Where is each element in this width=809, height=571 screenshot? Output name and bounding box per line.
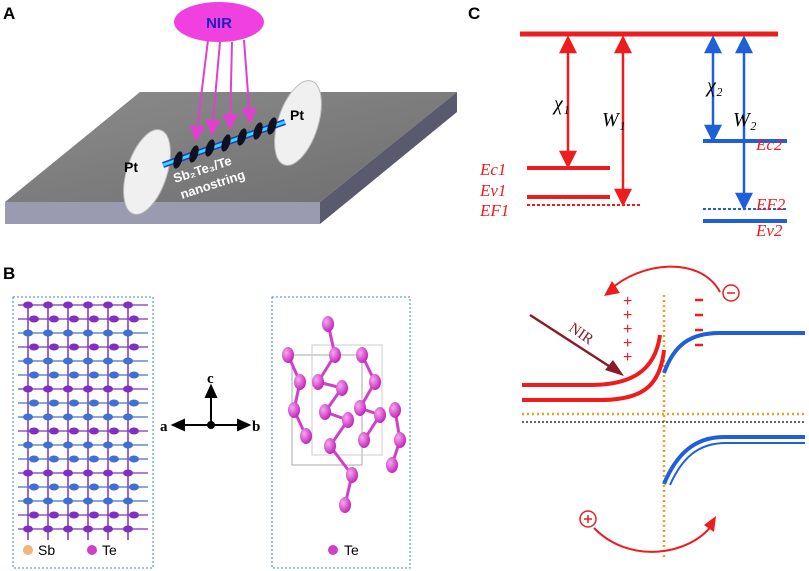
te-frame: [271, 296, 411, 569]
sb2te3-lattice: [18, 301, 148, 540]
chi2-label: χ₂: [705, 75, 723, 97]
electrode-left-label: Pt: [124, 159, 138, 175]
red-band-upper: [522, 334, 662, 387]
chi2-arrow: [703, 35, 723, 143]
electron-symbol: [722, 284, 740, 302]
substrate-front: [5, 202, 320, 224]
axis-b-label: b: [252, 419, 260, 435]
w1-label: W₁: [602, 109, 626, 131]
panel-a: A Pt Pt NIR Sb₂Te₃/Te n: [3, 2, 457, 224]
axis-c-label: c: [207, 371, 214, 387]
ef1-label: EF1: [479, 201, 509, 220]
blue-valence-upper: [662, 435, 805, 485]
panel-c-band-diagram: NIR + + + + +: [522, 265, 805, 560]
chi1-arrow: [558, 35, 578, 169]
hole-arc-head: [704, 516, 716, 532]
ev1-label: Ev1: [479, 181, 506, 200]
legend-te-label: Te: [102, 542, 117, 558]
axis-a-label: a: [160, 419, 168, 435]
blue-conduction-upper: [662, 331, 805, 374]
w2-label: W₂: [733, 109, 757, 131]
w2-arrow: [734, 35, 754, 211]
legend-sb-label: Sb: [38, 542, 55, 558]
blue-valence-lower: [669, 442, 805, 486]
substrate-top: [5, 92, 457, 202]
ev2-label: Ev2: [755, 221, 783, 240]
nir-rays: [189, 39, 258, 142]
svg-text:+: +: [623, 321, 632, 338]
ef2-label: EF2: [755, 195, 786, 214]
nanostring-beads: [173, 117, 277, 169]
legend-te-dot: [87, 545, 97, 555]
electrode-right-label: Pt: [290, 107, 304, 123]
substrate-side: [320, 92, 457, 224]
sb2te3-frame: [12, 296, 154, 569]
svg-text:+: +: [623, 335, 632, 352]
crystal-axes: [170, 383, 252, 432]
electrode-right: [274, 80, 322, 166]
nir-arrow-head: [605, 360, 624, 376]
panel-a-letter: A: [3, 4, 15, 23]
red-band-lower: [522, 349, 666, 402]
nir-source-label: NIR: [206, 15, 232, 32]
panel-c-energy-levels: C χ₁ W₁ Ec1 Ev1 EF1: [468, 4, 787, 240]
nir-band-label: NIR: [566, 320, 596, 348]
legend-te-right-dot: [328, 545, 338, 555]
hole-symbol: [579, 510, 597, 528]
electrode-left: [123, 129, 171, 215]
svg-text:+: +: [623, 349, 632, 366]
electron-arc-head: [604, 281, 620, 296]
te-lattice: [282, 316, 406, 513]
nir-source: [174, 2, 264, 42]
ec2-label: Ec2: [755, 135, 783, 154]
legend-sb-dot: [23, 545, 33, 555]
electron-arc: [609, 265, 721, 293]
space-charge-plus: + + + + +: [623, 293, 632, 366]
ec1-label: Ec1: [479, 160, 506, 179]
w1-arrow: [613, 35, 633, 207]
space-charge-minus: [695, 298, 703, 347]
panel-c-letter: C: [468, 4, 480, 23]
panel-b-letter: B: [3, 264, 15, 283]
nir-arrow-line: [529, 313, 616, 372]
svg-text:+: +: [623, 293, 632, 310]
legend-te-right-label: Te: [344, 542, 359, 558]
chi1-label: χ₁: [552, 93, 570, 115]
svg-text:+: +: [623, 307, 632, 324]
hole-arc: [593, 524, 713, 553]
panel-b: B Sb Te Te c a b: [3, 264, 411, 569]
